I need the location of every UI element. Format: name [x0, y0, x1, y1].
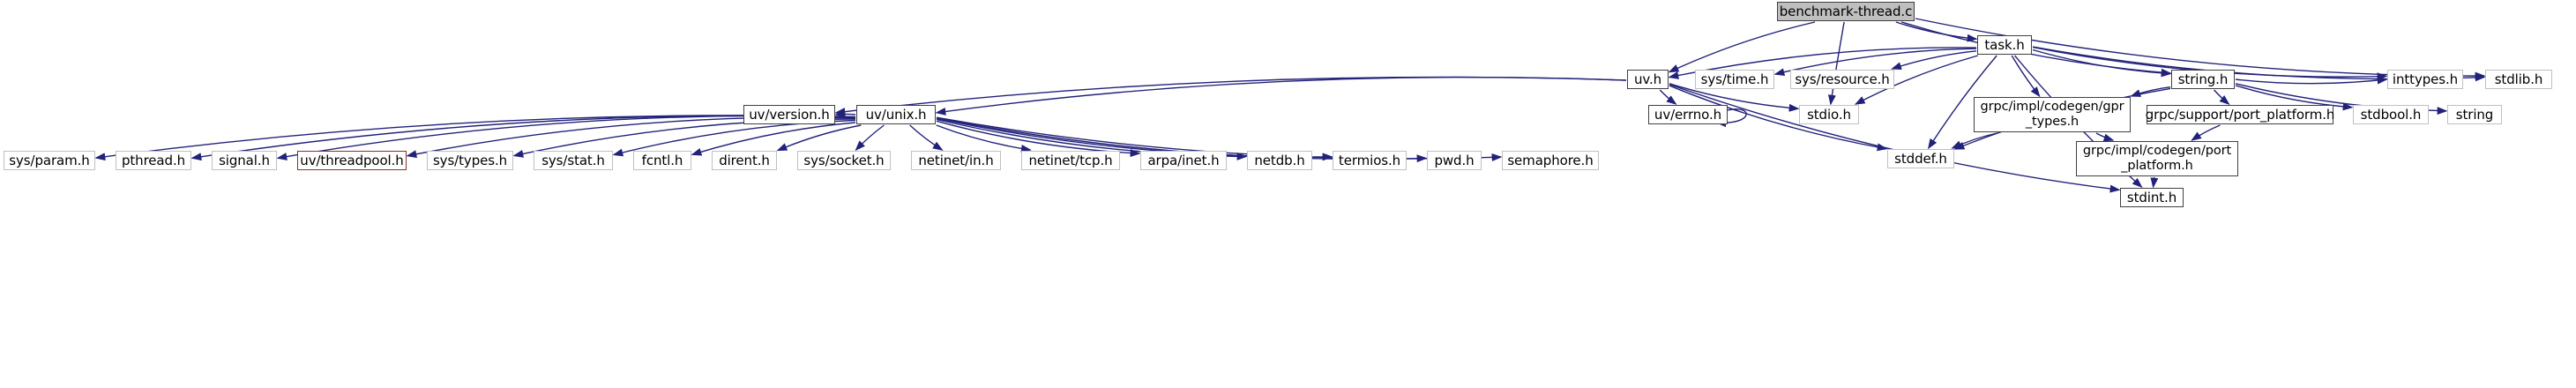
graph-edge: [1895, 21, 1978, 42]
graph-node-arpa-inet-h[interactable]: arpa/inet.h: [1140, 151, 1227, 170]
graph-node-netinet-in-h[interactable]: netinet/in.h: [911, 151, 1001, 170]
graph-edge: [935, 76, 1627, 116]
graph-node-sys-stat-h[interactable]: sys/stat.h: [534, 151, 613, 170]
graph-node-uv-version-h[interactable]: uv/version.h: [743, 105, 835, 124]
graph-node-grpc-impl-codegen-port-platform-h[interactable]: grpc/impl/codegen/port _platform.h: [2076, 141, 2238, 176]
graph-edge: [2032, 48, 2172, 78]
graph-edge: [2235, 85, 2354, 111]
graph-edge: [2011, 55, 2041, 98]
graph-edge: [1668, 21, 1816, 73]
graph-edge: [834, 109, 856, 118]
graph-edge: [909, 124, 944, 151]
graph-node-stddef-h[interactable]: stddef.h: [1887, 149, 1954, 168]
graph-node-sys-param-h[interactable]: sys/param.h: [4, 151, 95, 170]
graph-edge: [2130, 86, 2171, 97]
graph-edge: [2235, 76, 2388, 85]
graph-node-sys-socket-h[interactable]: sys/socket.h: [797, 151, 891, 170]
graph-edge: [1891, 50, 1977, 71]
graph-node-stdlib-h[interactable]: stdlib.h: [2485, 70, 2552, 89]
graph-node-sys-resource-h[interactable]: sys/resource.h: [1790, 70, 1894, 89]
graph-node-sys-time-h[interactable]: sys/time.h: [1695, 70, 1774, 89]
graph-node-stdint-h[interactable]: stdint.h: [2120, 188, 2184, 207]
graph-node-grpc-support-port-platform-h[interactable]: grpc/support/port_platform.h: [2146, 105, 2334, 124]
graph-node-netinet-tcp-h[interactable]: netinet/tcp.h: [1021, 151, 1120, 170]
graph-node-string-h[interactable]: string.h: [2171, 70, 2235, 89]
graph-node-uv-h[interactable]: uv.h: [1627, 70, 1669, 89]
graph-edge: [2191, 124, 2221, 141]
graph-edge: [2095, 132, 2115, 142]
graph-edge: [1659, 89, 1677, 105]
graph-edge: [936, 120, 1141, 157]
graph-node-semaphore-h[interactable]: semaphore.h: [1502, 151, 1599, 170]
graph-node-dirent-h[interactable]: dirent.h: [712, 151, 777, 170]
graph-node-inttypes-h[interactable]: inttypes.h: [2387, 70, 2463, 89]
graph-node-benchmark-thread-c[interactable]: benchmark-thread.c: [1777, 2, 1915, 21]
graph-node-stdio-h[interactable]: stdio.h: [1799, 105, 1859, 124]
graph-node-signal-h[interactable]: signal.h: [212, 151, 277, 170]
graph-node-string[interactable]: string: [2447, 105, 2502, 124]
graph-edge: [936, 124, 1032, 153]
graph-node-pwd-h[interactable]: pwd.h: [1427, 151, 1482, 170]
graph-edge: [2214, 89, 2230, 105]
graph-node-pthread-h[interactable]: pthread.h: [116, 151, 191, 170]
graph-edge: [1951, 132, 1997, 149]
graph-node-uv-threadpool-h[interactable]: uv/threadpool.h: [297, 151, 407, 170]
graph-node-stdbool-h[interactable]: stdbool.h: [2353, 105, 2429, 124]
graph-node-termios-h[interactable]: termios.h: [1333, 151, 1407, 170]
graph-edge: [691, 122, 856, 156]
graph-edge: [1827, 21, 1845, 106]
graph-node-fcntl-h[interactable]: fcntl.h: [633, 151, 691, 170]
graph-edge: [2150, 176, 2159, 189]
graph-edge: [834, 76, 1627, 116]
graph-node-uv-errno-h[interactable]: uv/errno.h: [1648, 105, 1728, 124]
graph-node-grpc-impl-codegen-gpr-types-h[interactable]: grpc/impl/codegen/gpr _types.h: [1974, 97, 2131, 132]
graph-node-sys-types-h[interactable]: sys/types.h: [427, 151, 513, 170]
graph-node-task-h[interactable]: task.h: [1977, 35, 2032, 55]
graph-node-netdb-h[interactable]: netdb.h: [1247, 151, 1312, 170]
graph-edge: [855, 124, 885, 152]
graph-edge: [1900, 21, 2172, 77]
graph-node-uv-unix-h[interactable]: uv/unix.h: [856, 105, 936, 124]
graph-edge: [776, 124, 862, 152]
graph-edge: [612, 119, 856, 157]
